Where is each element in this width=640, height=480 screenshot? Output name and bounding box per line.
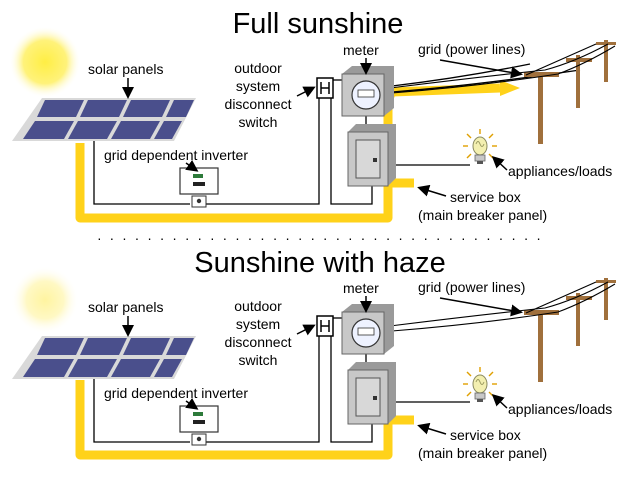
pointer-arrows [122,58,523,197]
sun-icon [9,26,81,98]
label-disconnect-2: system [236,316,280,332]
section-divider: · · · · · · · · · · · · · · · · · · · · … [97,230,543,246]
label-appliances: appliances/loads [508,163,612,179]
label-disconnect-3: disconnect [225,334,292,350]
hazy-sun-icon [11,266,79,334]
label-meter: meter [343,280,379,296]
inverter [179,405,219,446]
disconnect-switch [316,77,334,99]
scenario-sunshine-haze: Sunshine with haze [11,247,616,461]
inverter [179,167,219,208]
label-service-box-1: service box [450,189,521,205]
appliance-bulb-icon [462,128,498,165]
meter [341,66,394,117]
label-service-box-2: (main breaker panel) [418,207,547,223]
solar-panel-array [12,98,196,141]
label-disconnect-4: switch [239,114,278,130]
label-service-box-2: (main breaker panel) [418,445,547,461]
power-poles [389,40,616,144]
label-disconnect-1: outdoor [234,298,282,314]
label-appliances: appliances/loads [508,401,612,417]
label-grid: grid (power lines) [418,41,525,57]
service-box [347,124,396,187]
label-solar-panels: solar panels [88,299,164,315]
label-inverter: grid dependent inverter [104,147,248,163]
service-box [347,362,396,425]
solar-panel-array [12,336,196,379]
label-meter: meter [343,42,379,58]
meter [341,304,394,355]
scenario-full-sunshine: Full sunshine [9,8,616,223]
label-grid: grid (power lines) [418,279,525,295]
label-disconnect-3: disconnect [225,96,292,112]
label-disconnect-1: outdoor [234,60,282,76]
pointer-arrows [122,296,523,435]
label-solar-panels: solar panels [88,61,164,77]
power-poles [389,278,616,382]
label-disconnect-2: system [236,78,280,94]
disconnect-switch [316,315,334,337]
label-inverter: grid dependent inverter [104,385,248,401]
scenario-title: Full sunshine [233,8,404,40]
power-flow-arrow [500,80,520,96]
label-service-box-1: service box [450,427,521,443]
label-disconnect-4: switch [239,352,278,368]
appliance-bulb-icon [462,366,498,403]
scenario-title: Sunshine with haze [194,247,446,279]
